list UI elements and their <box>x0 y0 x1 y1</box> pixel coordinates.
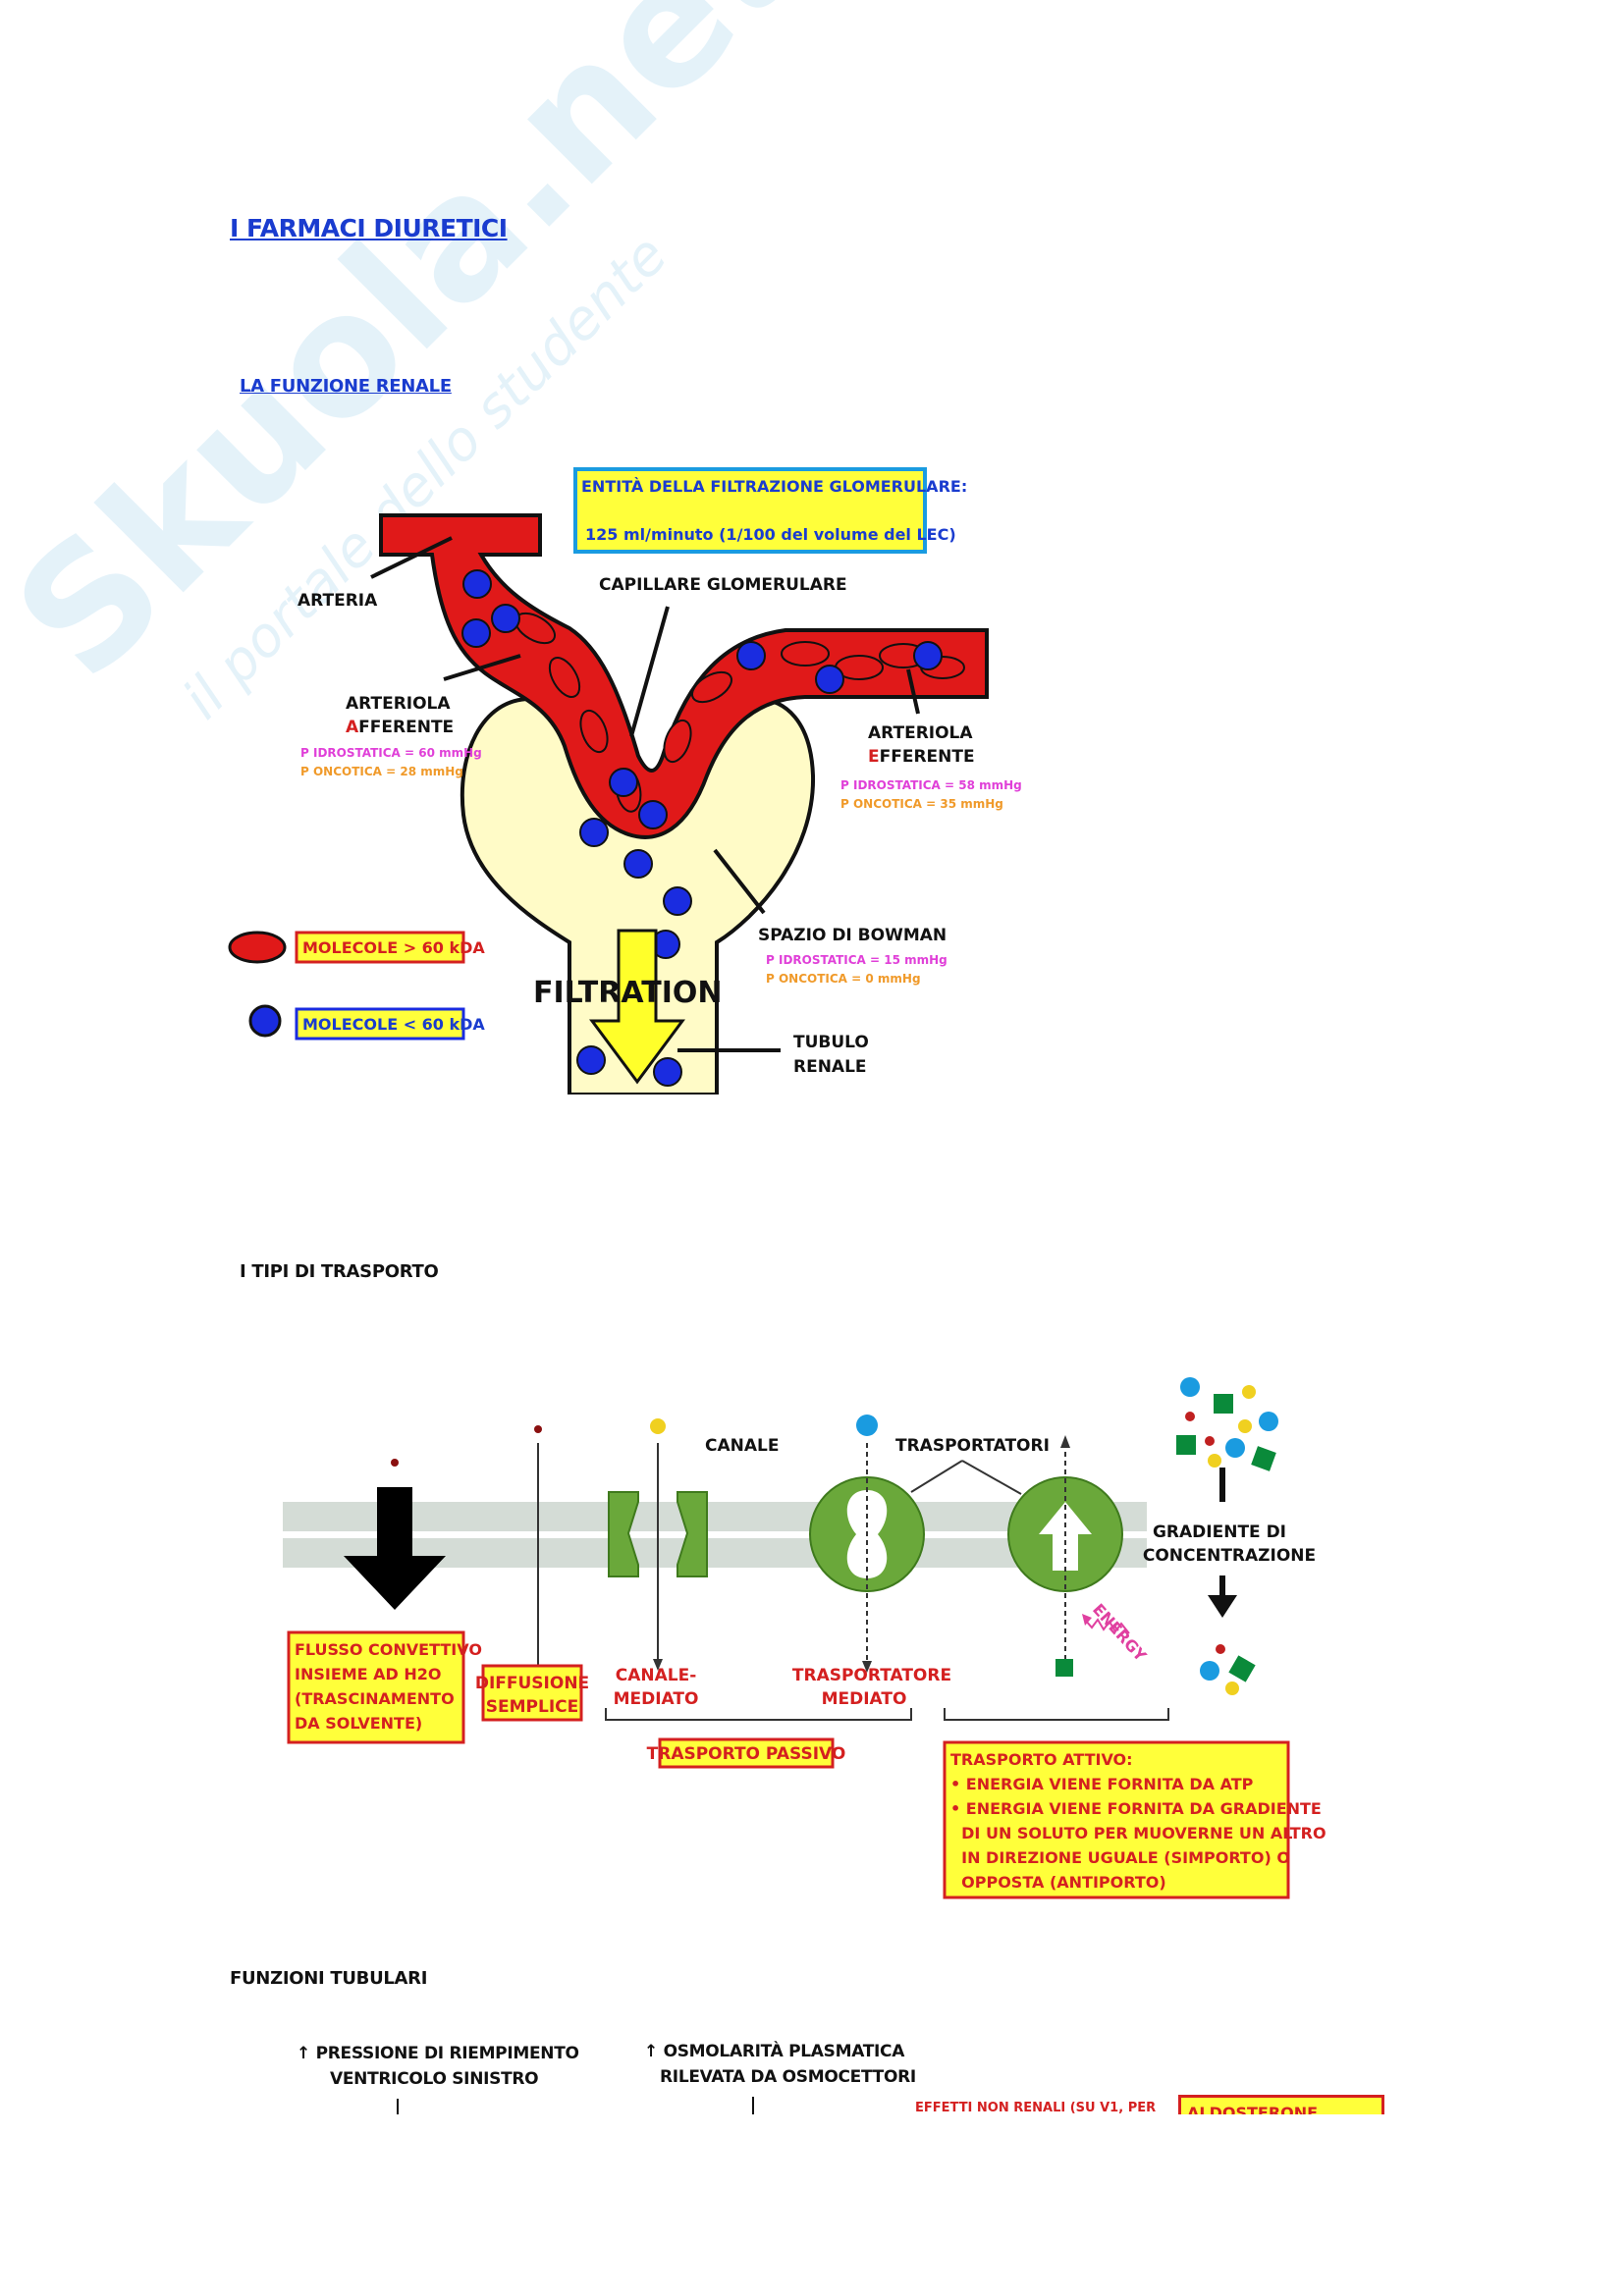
legend-large-label: MOLECOLE > 60 kDA <box>302 938 485 957</box>
tubular-col3: EFFETTI NON RENALI (SU V1, PER <box>915 2101 1157 2114</box>
legend-small-molecule-icon <box>248 1004 282 1038</box>
tubular-col2-line2: RILEVATA DA OSMOCETTORI <box>660 2067 916 2087</box>
tubular-functions-area: ↑ PRESSIONE DI RIEMPIMENTO VENTRICOLO SI… <box>216 2022 1414 2114</box>
flusso-convettivo-box <box>287 1630 465 1744</box>
afferente-p-oncotica: P ONCOTICA = 28 mmHg <box>300 765 463 778</box>
section-title-renal-function: LA FUNZIONE RENALE <box>240 376 452 397</box>
membrane-upper <box>283 1502 1147 1531</box>
flusso-line-4: DA SOLVENTE) <box>295 1714 422 1733</box>
afferente-label-line1: ARTERIOLA <box>346 694 451 714</box>
convective-flow-arrow <box>344 1487 446 1610</box>
gradient-molecules-high <box>1176 1377 1278 1471</box>
canale-mediato-line-1: CANALE- <box>616 1666 697 1685</box>
afferente-rest: FFERENTE <box>358 718 454 737</box>
bowman-label: SPAZIO DI BOWMAN <box>758 926 947 945</box>
afferente-p-idrostatica: P IDROSTATICA = 60 mmHg <box>300 746 482 760</box>
legend-small-box <box>295 1007 465 1041</box>
attivo-line-6: OPPOSTA (ANTIPORTO) <box>950 1873 1166 1892</box>
energy-zigzag <box>1084 1618 1130 1634</box>
tubular-col1-line1: ↑ PRESSIONE DI RIEMPIMENTO <box>297 2044 579 2063</box>
canale-mediato-line-2: MEDIATO <box>614 1689 699 1709</box>
flusso-line-1: FLUSSO CONVETTIVO <box>295 1640 482 1659</box>
aldosterone-label: ALDOSTERONE <box>1187 2104 1319 2114</box>
legend-large-molecule-icon <box>228 931 287 964</box>
flusso-line-3: (TRASCINAMENTO <box>295 1689 455 1708</box>
diffusione-semplice-box <box>481 1664 583 1722</box>
filtration-label: FILTRATION <box>533 976 723 1010</box>
attivo-line-5: IN DIREZIONE UGUALE (SIMPORTO) O <box>950 1848 1290 1867</box>
attivo-line-3: • ENERGIA VIENE FORNITA DA GRADIENTE <box>950 1799 1322 1818</box>
tubular-col1-line2: VENTRICOLO SINISTRO <box>330 2069 539 2089</box>
attivo-line-1: TRASPORTO ATTIVO: <box>950 1750 1133 1769</box>
diffusione-line-1: DIFFUSIONE <box>475 1674 589 1693</box>
aldosterone-box: ALDOSTERONE <box>1178 2095 1384 2114</box>
gradiente-label-line2: CONCENTRAZIONE <box>1143 1546 1316 1566</box>
energy-label: ENERGY <box>1089 1600 1151 1665</box>
tubular-col2-line1: ↑ OSMOLARITÀ PLASMATICA <box>644 2042 905 2061</box>
section-title-transport-types: I TIPI DI TRASPORTO <box>240 1261 439 1282</box>
attivo-line-2: • ENERGIA VIENE FORNITA DA ATP <box>950 1775 1254 1793</box>
trasportatore-mediato-line-1: TRASPORTATORE <box>792 1666 951 1685</box>
bowman-p-idrostatica: P IDROSTATICA = 15 mmHg <box>766 953 947 967</box>
canale-label: CANALE <box>705 1436 779 1456</box>
gradiente-label-line1: GRADIENTE DI <box>1153 1522 1286 1542</box>
tubulo-label-line2: RENALE <box>793 1057 867 1077</box>
attivo-line-4: DI UN SOLUTO PER MUOVERNE UN ALTRO <box>950 1824 1326 1842</box>
legend-large-box <box>295 931 465 964</box>
trasporto-passivo-label: TRASPORTO PASSIVO <box>647 1744 846 1764</box>
afferente-initial: A <box>346 718 359 737</box>
efferente-initial: E <box>868 747 880 767</box>
trasporto-attivo-box <box>943 1740 1290 1899</box>
trasporto-passivo-box <box>658 1737 835 1769</box>
tubular-col1-connector <box>397 2099 399 2114</box>
efferente-p-idrostatica: P IDROSTATICA = 58 mmHg <box>840 778 1022 792</box>
diffusione-line-2: SEMPLICE <box>486 1697 578 1717</box>
arteria-label: ARTERIA <box>298 591 378 611</box>
page-title: I FARMACI DIURETICI <box>230 214 508 242</box>
filtration-info-box <box>573 467 927 554</box>
filtration-info-line2: 125 ml/minuto (1/100 del volume del LEC) <box>585 525 956 544</box>
gradient-arrow-icon <box>1208 1595 1237 1618</box>
glomerulus-diagram: ENTITÀ DELLA FILTRAZIONE GLOMERULARE: 12… <box>228 467 1022 1095</box>
filtration-arrow <box>589 929 685 1085</box>
afferente-label-line2: AFFERENTE <box>346 718 454 737</box>
efferente-label-line1: ARTERIOLA <box>868 723 973 743</box>
tubulo-label-line1: TUBULO <box>793 1033 869 1052</box>
capillare-label: CAPILLARE GLOMERULARE <box>599 575 847 595</box>
legend-small-label: MOLECOLE < 60 kDA <box>302 1015 485 1034</box>
efferente-rest: FFERENTE <box>880 747 975 767</box>
trasportatore-mediato-line-2: MEDIATO <box>822 1689 907 1709</box>
channel-protein-right <box>677 1491 708 1577</box>
gradient-molecules-low <box>1200 1644 1256 1695</box>
trasportatori-label: TRASPORTATORI <box>895 1436 1050 1456</box>
section-title-tubular-functions: FUNZIONI TUBULARI <box>230 1968 428 1989</box>
tubular-col2-connector <box>752 2097 754 2114</box>
filtration-info-line1: ENTITÀ DELLA FILTRAZIONE GLOMERULARE: <box>581 477 967 496</box>
efferente-p-oncotica: P ONCOTICA = 35 mmHg <box>840 797 1003 811</box>
channel-protein-left <box>608 1491 639 1577</box>
transport-diagram: ENERGY CANALE TRASPORTATORI GRADIENTE DI… <box>283 1377 1326 1899</box>
flusso-line-2: INSIEME AD H2O <box>295 1665 442 1683</box>
bowman-p-oncotica: P ONCOTICA = 0 mmHg <box>766 972 921 986</box>
efferente-label-line2: EFFERENTE <box>868 747 975 767</box>
